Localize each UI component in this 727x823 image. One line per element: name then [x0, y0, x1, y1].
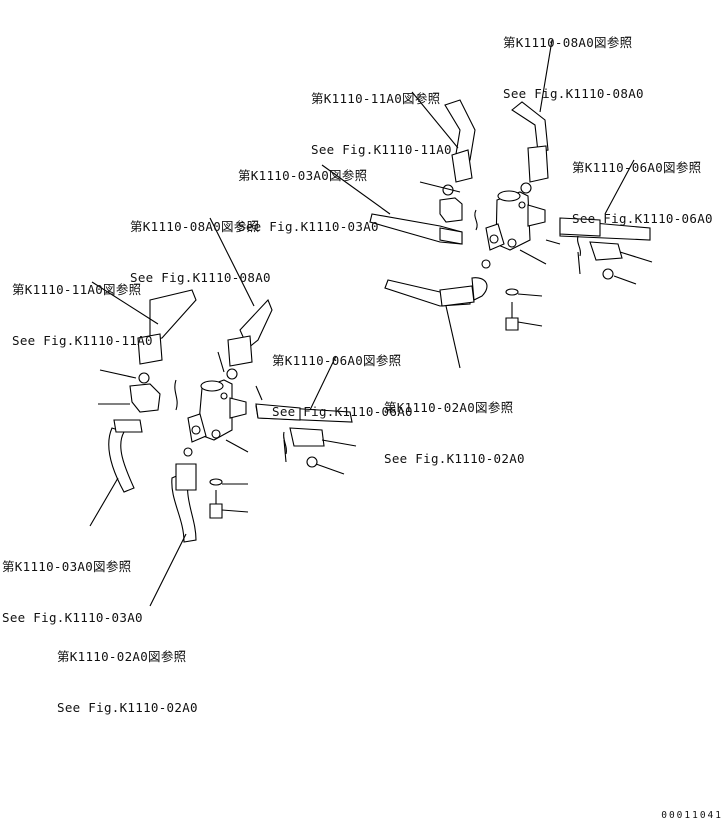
- callout-lower-08a0: 第K1110-08A0図参照 See Fig.K1110-08A0: [130, 184, 271, 303]
- callout-upper-11a0: 第K1110-11A0図参照 See Fig.K1110-11A0: [311, 56, 452, 175]
- callout-en: See Fig.K1110-08A0: [130, 270, 271, 285]
- callout-upper-02a0: 第K1110-02A0図参照 See Fig.K1110-02A0: [384, 365, 525, 484]
- callout-lower-11a0: 第K1110-11A0図参照 See Fig.K1110-11A0: [12, 247, 153, 366]
- upper-assembly: [321, 39, 653, 369]
- callout-en: See Fig.K1110-06A0: [272, 404, 413, 419]
- callout-upper-03a0: 第K1110-03A0図参照 See Fig.K1110-03A0: [238, 133, 379, 252]
- callout-jp: 第K1110-11A0図参照: [311, 91, 441, 106]
- callout-en: See Fig.K1110-03A0: [238, 219, 379, 234]
- callout-en: See Fig.K1110-06A0: [572, 211, 713, 226]
- callout-upper-06a0: 第K1110-06A0図参照 See Fig.K1110-06A0: [572, 125, 713, 244]
- callout-upper-08a0: 第K1110-08A0図参照 See Fig.K1110-08A0: [503, 0, 644, 119]
- callout-en: See Fig.K1110-11A0: [311, 142, 452, 157]
- callout-en: See Fig.K1110-11A0: [12, 333, 153, 348]
- callout-lower-03a0: 第K1110-03A0図参照 See Fig.K1110-03A0: [2, 524, 143, 643]
- callout-jp: 第K1110-03A0図参照: [2, 559, 132, 574]
- lower-assembly: [89, 217, 357, 607]
- drawing-code: 00011041: [661, 810, 723, 821]
- callout-jp: 第K1110-06A0図参照: [272, 353, 402, 368]
- elbow-fitting-upper-left: [439, 197, 463, 223]
- callout-jp: 第K1110-02A0図参照: [384, 400, 514, 415]
- callout-lower-02a0: 第K1110-02A0図参照 See Fig.K1110-02A0: [57, 614, 198, 733]
- callout-jp: 第K1110-08A0図参照: [130, 219, 260, 234]
- callout-lower-06a0: 第K1110-06A0図参照 See Fig.K1110-06A0: [272, 318, 413, 437]
- callout-jp: 第K1110-11A0図参照: [12, 282, 142, 297]
- callout-en: See Fig.K1110-02A0: [57, 700, 198, 715]
- callout-en: See Fig.K1110-03A0: [2, 610, 143, 625]
- callout-en: See Fig.K1110-02A0: [384, 451, 525, 466]
- callout-jp: 第K1110-02A0図参照: [57, 649, 187, 664]
- callout-jp: 第K1110-03A0図参照: [238, 168, 368, 183]
- callout-jp: 第K1110-08A0図参照: [503, 35, 633, 50]
- callout-jp: 第K1110-06A0図参照: [572, 160, 702, 175]
- callout-en: See Fig.K1110-08A0: [503, 86, 644, 101]
